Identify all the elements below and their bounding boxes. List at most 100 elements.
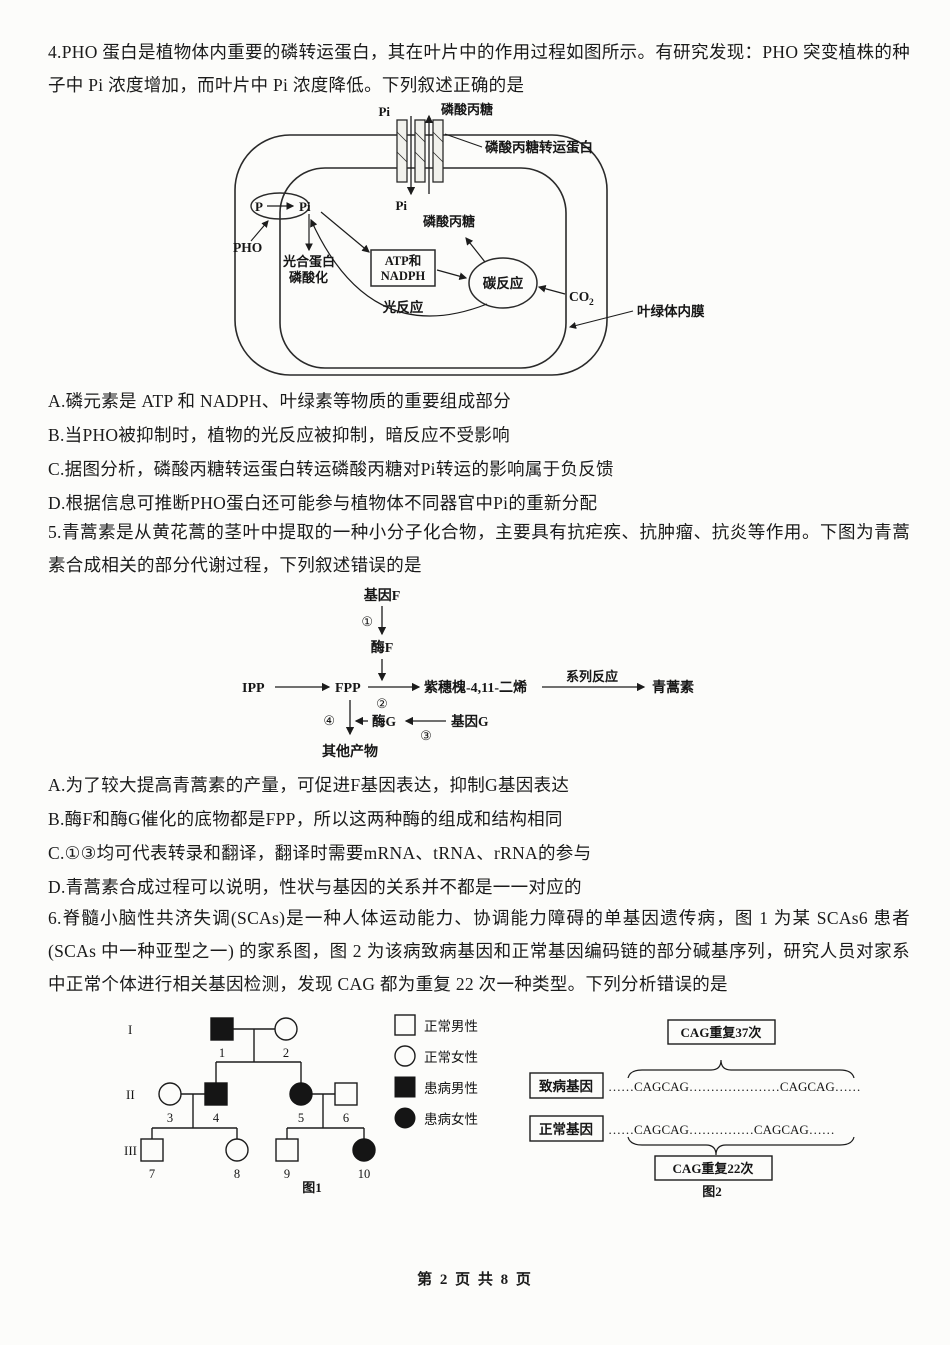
question-4-options: A.磷元素是 ATP 和 NADPH、叶绿素等物质的重要组成部分 B.当PHO被… xyxy=(48,384,910,520)
gene-f-label: 基因F xyxy=(364,587,401,604)
individual-8-number: 8 xyxy=(234,1167,240,1181)
enzyme-g-label: 酶G xyxy=(372,713,396,729)
legend-normal-male-label: 正常男性 xyxy=(424,1019,478,1034)
individual-9-number: 9 xyxy=(284,1167,290,1181)
disease-gene-box xyxy=(529,1072,604,1099)
legend-normal-female-label: 正常女性 xyxy=(424,1049,478,1065)
disease-gene-sequence: ……CAGCAG…………………CAGCAG…… xyxy=(608,1079,861,1094)
option-5-c: C.①③均可代表转录和翻译，翻译时需要mRNA、tRNA、rRNA的参与 xyxy=(48,843,592,863)
option-4-c: C.据图分析，磷酸丙糖转运蛋白转运磷酸丙糖对Pi转运的影响属于负反馈 xyxy=(48,459,614,479)
question-5-diagram: 基因F ① 酶F IPP FPP ② 紫穗槐-4,11-二烯 系列反应 青蒿素 … xyxy=(242,587,694,760)
pi-outside-label: Pi xyxy=(378,104,390,119)
individual-7-number: 7 xyxy=(149,1167,155,1181)
normal-gene-label: 正常基因 xyxy=(539,1121,593,1137)
carbon-reaction-ellipse xyxy=(468,257,538,309)
figure-2-caption: 图2 xyxy=(702,1184,722,1199)
step-4-label: ④ xyxy=(323,713,335,728)
co2-label: CO xyxy=(569,289,589,304)
generation-1-label: I xyxy=(128,1022,132,1037)
photo-protein-label-2: 磷酸化 xyxy=(289,270,328,285)
option-5-d: D.青蒿素合成过程可以说明，性状与基因的关系并不都是一一对应的 xyxy=(48,877,582,897)
light-reaction-label: 光反应 xyxy=(382,299,424,315)
inner-membrane-pointer-arrow xyxy=(568,310,634,329)
question-5-stem: 5.青蒿素是从黄花蒿的茎叶中提取的一种小分子化合物，主要具有抗疟疾、抗肿瘤、抗炎… xyxy=(48,522,910,575)
step-3-label: ③ xyxy=(420,728,432,743)
individual-3-normal-female xyxy=(158,1082,182,1106)
individual-4-affected-male xyxy=(204,1082,228,1106)
individual-8-normal-female xyxy=(225,1138,249,1162)
step-2-label: ② xyxy=(376,696,388,711)
individual-5-affected-female xyxy=(289,1082,313,1106)
other-products-label: 其他产物 xyxy=(322,743,378,760)
option-4-b: B.当PHO被抑制时，植物的光反应被抑制，暗反应不受影响 xyxy=(48,425,510,445)
pho-transporter xyxy=(250,192,310,220)
cag-repeat-22-label: CAG重复22次 xyxy=(673,1161,754,1176)
figure-1-caption: 图1 xyxy=(302,1180,322,1195)
generation-3-label: III xyxy=(124,1143,137,1158)
transporter-label: 磷酸丙糖转运蛋白 xyxy=(485,139,593,155)
option-5-b: B.酶F和酶G催化的底物都是FPP，所以这两种酶的组成和结构相同 xyxy=(48,809,563,829)
question-5-options: A.为了较大提高青蒿素的产量，可促进F基因表达，抑制G基因表达 B.酶F和酶G催… xyxy=(48,768,910,904)
individual-4-number: 4 xyxy=(213,1111,220,1125)
legend-affected-male-label: 患病男性 xyxy=(424,1081,478,1096)
pi-to-atp-arrow xyxy=(320,211,370,253)
individual-10-affected-female xyxy=(352,1138,376,1162)
individual-9-normal-male xyxy=(275,1138,299,1162)
fpp-label: FPP xyxy=(335,681,361,696)
individual-6-normal-male xyxy=(334,1082,358,1106)
artemisinin-label: 青蒿素 xyxy=(652,679,694,696)
disease-gene-label: 致病基因 xyxy=(539,1078,593,1094)
atp-label-1: ATP和 xyxy=(385,253,422,268)
gene-sequence-figure: CAG重复37次 致病基因 ……CAGCAG…………………CAGCAG…… 正常… xyxy=(529,1019,861,1199)
normal-gene-sequence: ……CAGCAG……………CAGCAG…… xyxy=(608,1122,835,1137)
question-4-diagram: Pi 磷酸丙糖 磷酸丙糖转运蛋白 Pi 磷酸丙糖 P Pi PHO 光合蛋白 磷… xyxy=(233,102,705,376)
atp-label-2: NADPH xyxy=(381,269,426,283)
legend-normal-female-symbol xyxy=(394,1045,416,1067)
legend-normal-male-symbol xyxy=(394,1014,416,1036)
normal-gene-underbrace xyxy=(627,1136,855,1156)
individual-3-number: 3 xyxy=(167,1111,173,1125)
co2-to-carbon-arrow xyxy=(537,284,566,295)
photo-protein-label-1: 光合蛋白 xyxy=(282,254,335,269)
cag-repeat-22-box xyxy=(654,1155,773,1181)
legend-affected-female-label: 患病女性 xyxy=(424,1111,478,1127)
question-6-stem: 6.脊髓小脑性共济失调(SCAs)是一种人体运动能力、协调能力障碍的单基因遗传病… xyxy=(48,908,910,994)
pho-pointer-arrow xyxy=(250,220,269,242)
enzyme-f-label: 酶F xyxy=(371,639,394,656)
legend-affected-male-symbol xyxy=(394,1076,416,1098)
individual-6-number: 6 xyxy=(343,1111,349,1125)
question-6-figures: I II III xyxy=(124,1014,861,1199)
individual-2-normal-female xyxy=(274,1017,298,1041)
option-4-a: A.磷元素是 ATP 和 NADPH、叶绿素等物质的重要组成部分 xyxy=(48,391,511,411)
gene-g-label: 基因G xyxy=(451,713,489,729)
atp-to-carbon-arrow xyxy=(436,269,468,280)
triose-outside-label: 磷酸丙糖 xyxy=(441,102,493,117)
series-reaction-label: 系列反应 xyxy=(566,669,618,684)
individual-5-number: 5 xyxy=(298,1111,304,1125)
page-footer: 第 2 页 共 8 页 xyxy=(417,1272,533,1288)
option-4-d: D.根据信息可推断PHO蛋白还可能参与植物体不同器官中Pi的重新分配 xyxy=(48,493,598,513)
question-4-stem: 4.PHO 蛋白是植物体内重要的磷转运蛋白，其在叶片中的作用过程如图所示。有研究… xyxy=(48,42,910,95)
pi-recycle-curve-arrow xyxy=(310,218,488,317)
individual-2-number: 2 xyxy=(283,1046,289,1060)
inner-membrane-label: 叶绿体内膜 xyxy=(637,303,705,319)
pho-label: PHO xyxy=(233,240,262,255)
generation-2-label: II xyxy=(126,1087,135,1102)
triose-inside-label: 磷酸丙糖 xyxy=(423,214,475,229)
carbon-reaction-label: 碳反应 xyxy=(483,275,524,291)
individual-10-number: 10 xyxy=(358,1167,371,1181)
normal-gene-box xyxy=(529,1115,604,1142)
individual-1-number: 1 xyxy=(219,1046,225,1060)
co2-subscript: 2 xyxy=(589,298,594,308)
legend-affected-female-symbol xyxy=(394,1107,416,1129)
step-1-label: ① xyxy=(361,614,373,629)
ipp-label: IPP xyxy=(242,681,265,696)
pedigree-chart: I II III xyxy=(124,1017,376,1195)
pi-inside-top-label: Pi xyxy=(395,198,407,213)
pedigree-legend: 正常男性 正常女性 患病男性 患病女性 xyxy=(394,1014,478,1129)
pi-stroma-label: Pi xyxy=(299,199,311,214)
individual-1-affected-male xyxy=(210,1017,234,1041)
individual-7-normal-male xyxy=(140,1138,164,1162)
carbon-to-triose-arrow xyxy=(465,237,486,263)
transporter-pointer-line xyxy=(444,133,483,148)
